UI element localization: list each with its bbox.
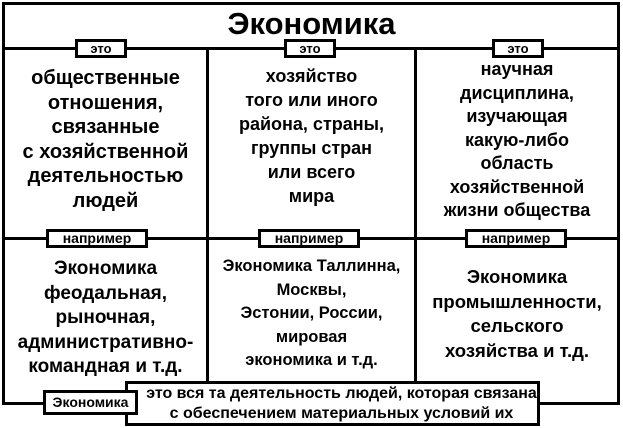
definition-2: хозяйство того или иного района, страны,… <box>238 66 385 206</box>
frame-left <box>2 2 5 405</box>
tag-eto-3: это <box>492 39 544 58</box>
frame-right <box>617 2 620 405</box>
frame-top <box>2 2 620 5</box>
tag-example-1: например <box>46 229 148 248</box>
column-divider-1 <box>206 47 209 402</box>
tag-example-2: например <box>258 229 360 248</box>
column-divider-2 <box>414 47 417 402</box>
tag-example-3: например <box>465 229 567 248</box>
summary-definition: это вся та деятельность людей, которая с… <box>125 381 540 428</box>
definition-1: общественные отношения, связанные с хозя… <box>22 67 189 212</box>
tag-eto-1: это <box>75 39 127 58</box>
tag-eto-2: это <box>284 39 336 58</box>
example-3: Экономика промышленности, сельского хозя… <box>432 266 602 361</box>
definition-3: научная дисциплина, изучающая какую-либо… <box>443 59 591 220</box>
example-1: Экономика феодальная, рыночная, админист… <box>17 258 194 377</box>
example-2: Экономика Таллинна, Москвы, Эстонии, Рос… <box>222 257 401 369</box>
summary-label: Экономика <box>43 390 138 415</box>
diagram-title: Экономика <box>227 6 396 41</box>
